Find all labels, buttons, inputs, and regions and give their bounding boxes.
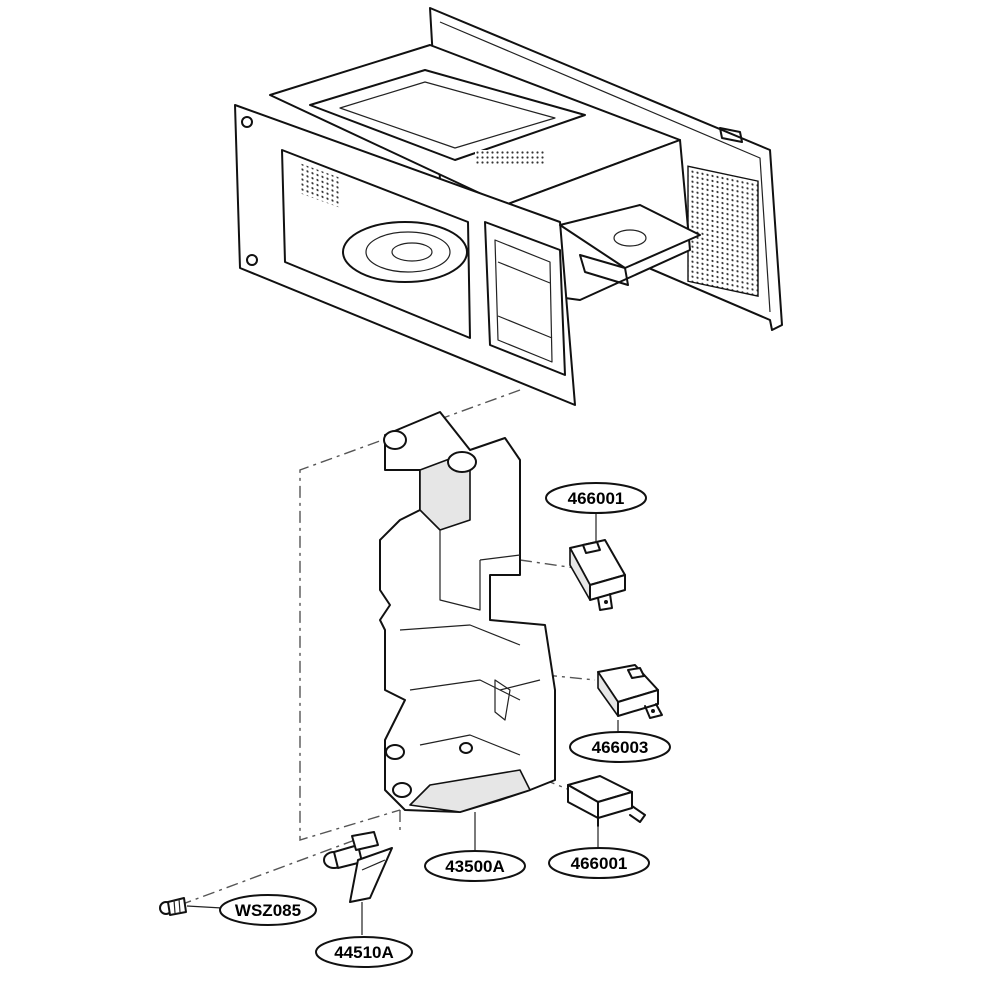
callout-44510a: 44510A xyxy=(315,936,413,968)
switch-bracket-43500a xyxy=(379,411,556,813)
callout-43500a-label: 43500A xyxy=(445,857,505,876)
callout-44510a-label: 44510A xyxy=(334,943,394,962)
callout-wsz085: WSZ085 xyxy=(219,894,317,926)
callout-466003-label: 466003 xyxy=(592,738,649,757)
callout-466003: 466003 xyxy=(569,731,671,763)
screw-wsz085 xyxy=(159,897,187,916)
microwave-cavity-assembly xyxy=(234,7,783,406)
callout-466001-bottom-label: 466001 xyxy=(571,854,628,873)
callout-43500a: 43500A xyxy=(424,850,526,882)
callout-wsz085-label: WSZ085 xyxy=(235,901,301,920)
callout-466001-top-label: 466001 xyxy=(568,489,625,508)
micro-switch-466003 xyxy=(597,664,663,719)
micro-switch-466001-top xyxy=(569,539,626,611)
latch-lever-44510a xyxy=(323,831,393,903)
callout-leader-lines xyxy=(186,513,619,935)
micro-switch-466001-bottom xyxy=(567,775,646,827)
callout-466001-top: 466001 xyxy=(545,482,647,514)
callout-466001-bottom: 466001 xyxy=(548,847,650,879)
